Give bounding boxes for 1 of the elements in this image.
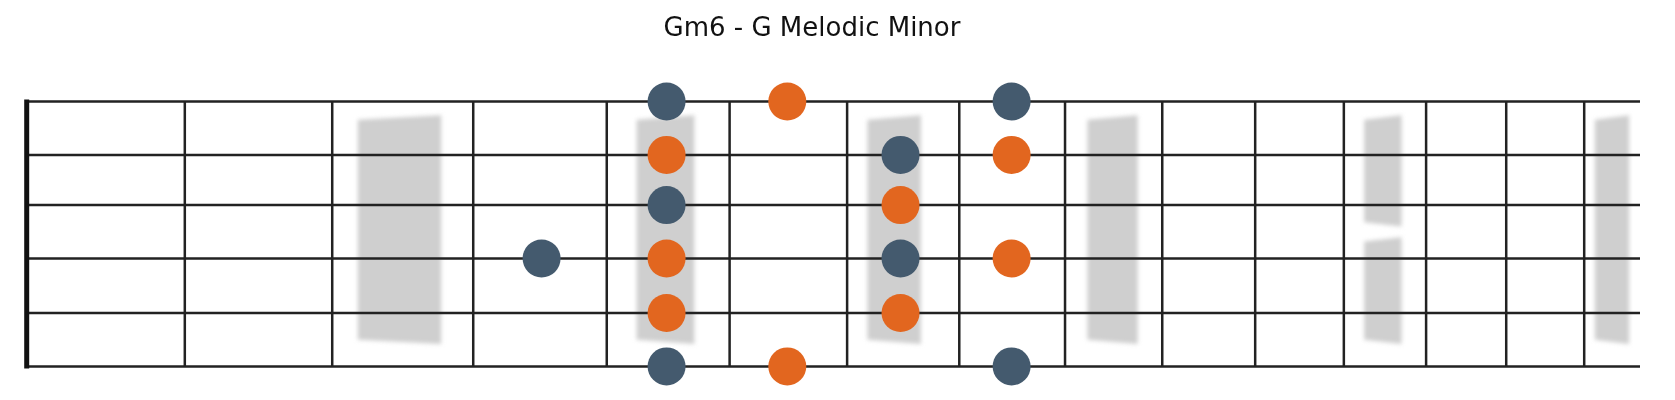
diagram-title: Gm6 - G Melodic Minor xyxy=(662,12,962,42)
